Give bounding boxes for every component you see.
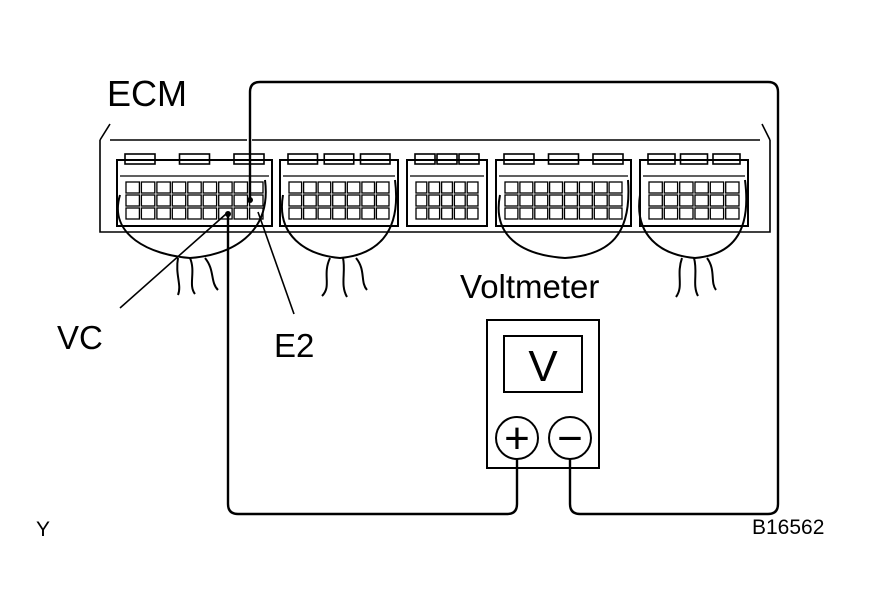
negative-terminal (548, 416, 592, 460)
plus-symbol: + (504, 414, 530, 463)
connector-block (116, 153, 273, 227)
figure-code: B16562 (752, 516, 824, 539)
vc-label: VC (57, 319, 103, 356)
connector-block (495, 153, 632, 227)
minus-symbol: − (557, 414, 583, 463)
ecm-housing (99, 123, 771, 233)
voltmeter-label: Voltmeter (460, 268, 599, 305)
connector-block (639, 153, 749, 227)
callout-lines (119, 211, 295, 315)
corner-label: Y (36, 518, 50, 541)
voltmeter-body (486, 319, 600, 469)
probe-wires (225, 80, 780, 516)
ecm-label: ECM (107, 73, 187, 114)
voltmeter-display (503, 335, 583, 393)
voltmeter-display-symbol: V (528, 342, 558, 391)
wire-harness-loops (117, 179, 748, 298)
connector-block (406, 153, 488, 227)
positive-terminal (495, 416, 539, 460)
e2-label: E2 (274, 327, 314, 364)
connector-block (279, 153, 399, 227)
voltmeter (486, 319, 600, 469)
ecm-connectors (116, 153, 749, 227)
